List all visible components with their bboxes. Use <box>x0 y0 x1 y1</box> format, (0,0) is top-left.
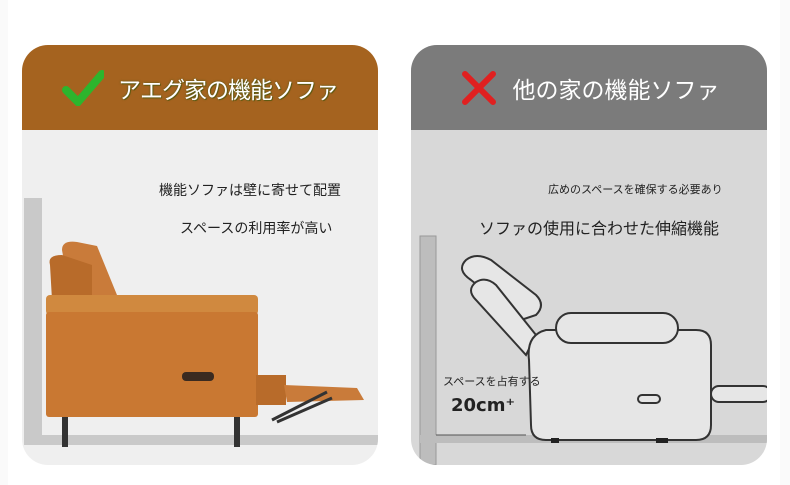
distance-label: 20cm⁺ <box>451 395 515 416</box>
our-sofa-illustration <box>24 198 378 447</box>
other-sofa-card: 他の家の機能ソファ 広めのスペースを確保する必要あり ソファの使用に合わせた伸縮… <box>411 45 767 465</box>
check-icon <box>62 69 104 106</box>
other-sofa-line1: 広めのスペースを確保する必要あり <box>548 183 723 196</box>
our-sofa-card: アエグ家の機能ソファ 機能ソファは壁に寄せて配置 スペースの利用率が高い <box>22 45 378 465</box>
our-sofa-line2: スペースの利用率が高い <box>180 221 333 237</box>
other-sofa-header: 他の家の機能ソファ <box>411 45 767 130</box>
our-sofa-header: アエグ家の機能ソファ <box>22 45 378 130</box>
cross-icon <box>461 70 496 105</box>
space-occupied-note: スペースを占有する <box>443 375 541 388</box>
our-sofa-line1: 機能ソファは壁に寄せて配置 <box>159 183 341 199</box>
other-sofa-title: 他の家の機能ソファ <box>512 77 720 104</box>
other-sofa-illustration <box>419 235 767 465</box>
other-sofa-line2: ソファの使用に合わせた伸縮機能 <box>479 219 720 238</box>
our-sofa-title: アエグ家の機能ソファ <box>118 77 339 104</box>
